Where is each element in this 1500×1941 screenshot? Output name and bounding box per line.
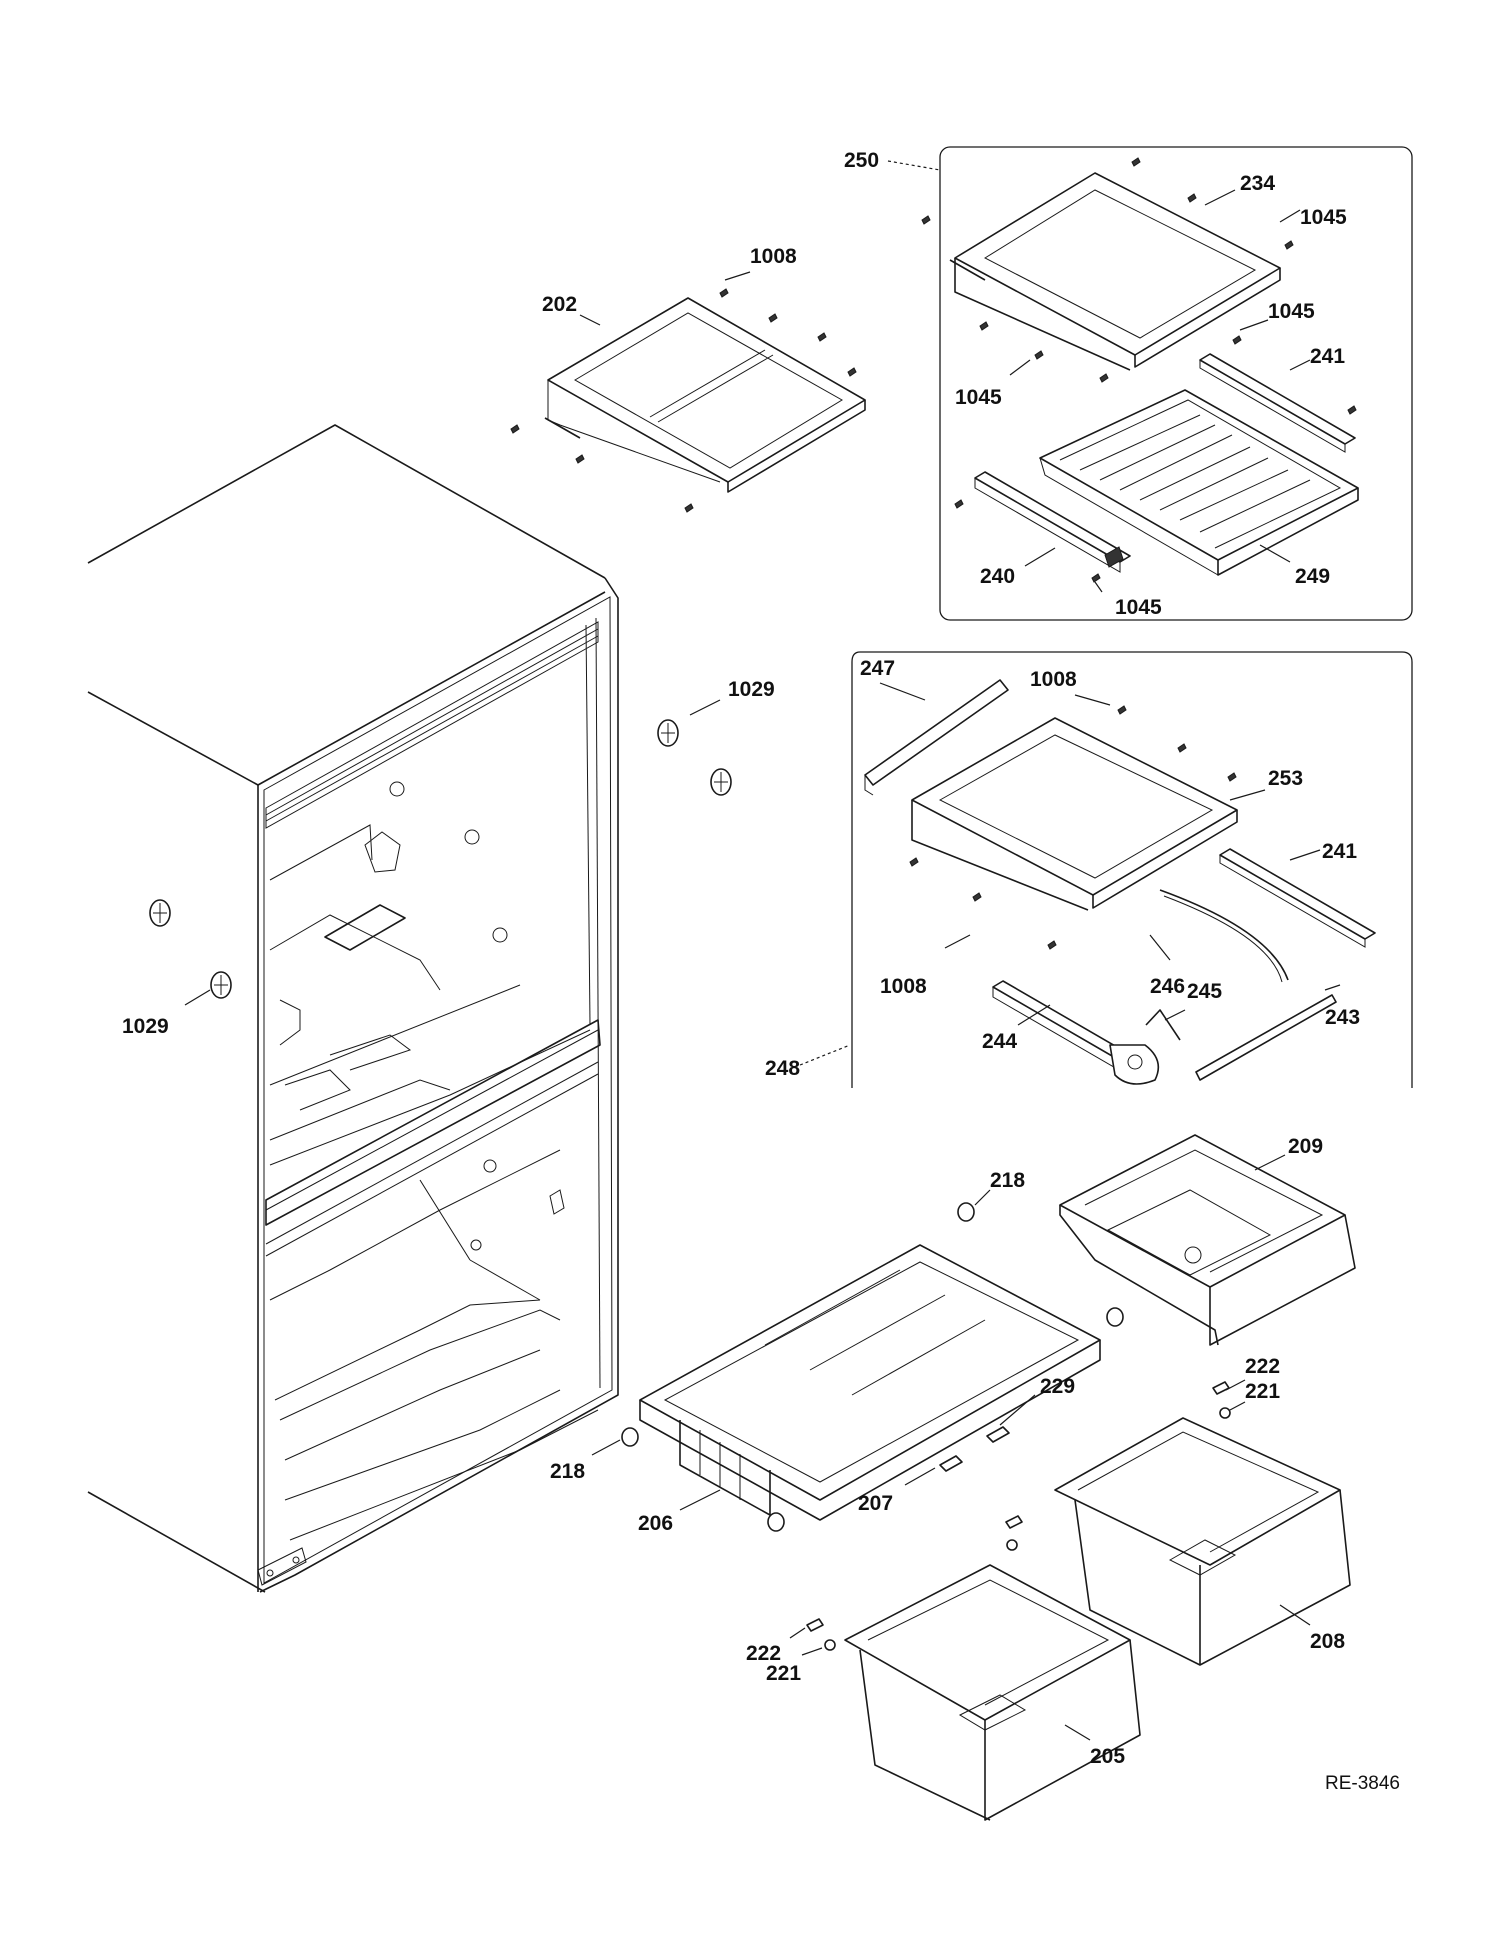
callout-1045: 1045 [1115, 596, 1162, 619]
callout-206: 206 [638, 1512, 673, 1535]
basket-249 [1039, 389, 1359, 576]
callout-202: 202 [542, 293, 577, 316]
cam-1029-right-lower [710, 768, 732, 796]
rail-241-upper [1199, 353, 1356, 453]
callout-240: 240 [980, 565, 1015, 588]
callout-1045: 1045 [1268, 300, 1315, 323]
rail-241-lower [1219, 848, 1376, 948]
part-245 [1145, 1009, 1181, 1041]
callout-253: 253 [1268, 767, 1303, 790]
shelf-253 [911, 717, 1238, 911]
diagram-reference-code: RE-3846 [1325, 1773, 1400, 1794]
callout-221: 221 [766, 1662, 801, 1685]
callout-241: 241 [1310, 345, 1345, 368]
rail-244 [992, 980, 1160, 1085]
callout-218: 218 [550, 1460, 585, 1483]
callout-1008: 1008 [750, 245, 797, 268]
callout-234: 234 [1240, 172, 1275, 195]
shelf-202 [544, 297, 866, 493]
callout-207: 207 [858, 1492, 893, 1515]
callout-205: 205 [1090, 1745, 1125, 1768]
callout-246: 246 [1150, 975, 1185, 998]
callout-222: 222 [746, 1642, 781, 1665]
cam-1029-left-upper [149, 899, 171, 927]
cover-206 [639, 1244, 1101, 1521]
callout-247: 247 [860, 657, 895, 680]
callout-229: 229 [1040, 1375, 1075, 1398]
callout-1029: 1029 [122, 1015, 169, 1038]
leader-lines [184, 160, 1341, 1741]
rail-243 [1195, 994, 1337, 1081]
callout-249: 249 [1295, 565, 1330, 588]
shelf-234 [949, 172, 1281, 371]
assembly-250-box [939, 146, 1413, 621]
screws-1045 [921, 157, 1357, 583]
pan-205 [844, 1564, 1141, 1821]
bracket-247 [864, 679, 1009, 796]
callout-222: 222 [1245, 1355, 1280, 1378]
callout-248: 248 [765, 1057, 800, 1080]
callout-245: 245 [1187, 980, 1222, 1003]
refrigerator-cabinet [87, 424, 619, 1593]
callout-1045: 1045 [955, 386, 1002, 409]
callout-1029: 1029 [728, 678, 775, 701]
callout-208: 208 [1310, 1630, 1345, 1653]
callout-1008: 1008 [1030, 668, 1077, 691]
clips-221-222 [806, 1381, 1231, 1651]
callout-1045: 1045 [1300, 206, 1347, 229]
screws-1008-group [909, 705, 1237, 950]
pan-209 [1059, 1134, 1356, 1346]
callout-243: 243 [1325, 1006, 1360, 1029]
callout-labels: 250 234 1045 1045 1045 241 240 249 1045 … [122, 149, 1400, 1794]
pan-208 [1054, 1417, 1351, 1666]
callout-250: 250 [844, 149, 879, 172]
callout-209: 209 [1288, 1135, 1323, 1158]
cam-1029-left-lower [210, 971, 232, 999]
callout-218: 218 [990, 1169, 1025, 1192]
part-246 [1159, 889, 1289, 983]
assembly-248-box [851, 651, 1413, 1088]
screws-1008-top [510, 288, 857, 513]
cam-1029-right-upper [657, 719, 679, 747]
bumpers-218 [621, 1202, 1124, 1532]
callout-221: 221 [1245, 1380, 1280, 1403]
callout-244: 244 [982, 1030, 1017, 1053]
callout-1008: 1008 [880, 975, 927, 998]
rail-240 [974, 471, 1131, 573]
callout-241: 241 [1322, 840, 1357, 863]
clips-207-229 [939, 1426, 1010, 1472]
